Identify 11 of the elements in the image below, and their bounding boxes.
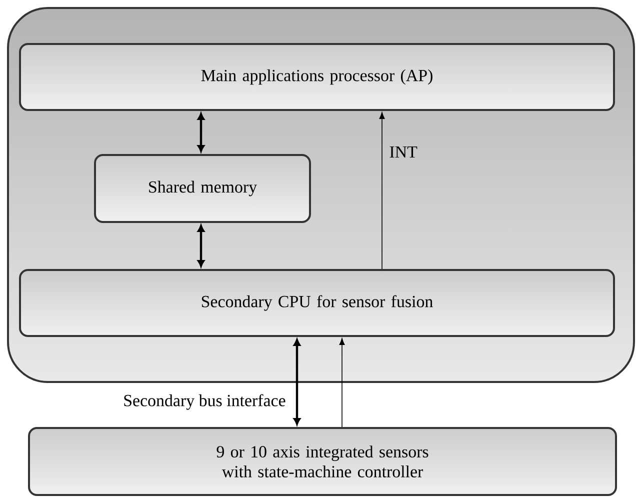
edge-label: Secondary bus interface	[124, 394, 286, 410]
edge-label: INT	[390, 146, 418, 158]
arrow	[379, 112, 385, 270]
cpu-box: Secondary CPU for sensor fusion	[19, 269, 615, 337]
memory-box: Shared memory	[94, 154, 311, 223]
arrow	[293, 338, 301, 426]
arrow	[339, 338, 345, 428]
sensor-box: 9 or 10 axis integrated sensors with state-machine controller	[28, 427, 617, 496]
arrow	[197, 224, 205, 268]
processor-box: Main applications processor (AP)	[19, 43, 615, 111]
arrow	[197, 112, 205, 152]
